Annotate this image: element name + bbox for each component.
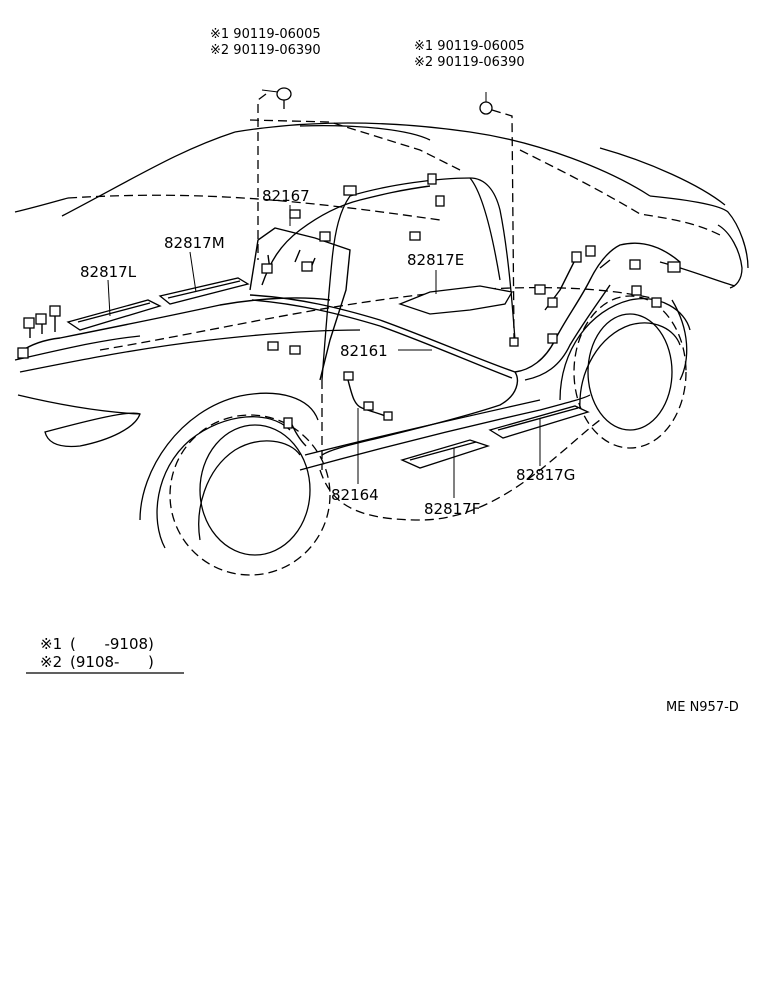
wire-harnesses — [17, 173, 681, 456]
scuff-plates — [66, 277, 590, 469]
clip-right — [479, 92, 515, 339]
clip-note-left-line2: ※2 90119-06390 — [210, 43, 321, 58]
part-82817G-plate — [488, 405, 590, 439]
label-82164: 82164 — [331, 486, 379, 504]
label-82167: 82167 — [262, 187, 310, 205]
clip-left — [257, 87, 292, 260]
label-82817E: 82817E — [407, 251, 464, 269]
figure-code: ME N957-D — [666, 700, 739, 715]
label-82817F: 82817F — [424, 500, 480, 518]
label-82817G: 82817G — [516, 466, 575, 484]
legend-row1-range: ( -9108) — [70, 635, 154, 653]
wire-harness-82164 — [347, 379, 391, 419]
label-82161: 82161 — [340, 342, 388, 360]
label-82817M: 82817M — [164, 234, 225, 252]
legend-row2-range: (9108- ) — [70, 653, 154, 671]
part-82817E-pad — [398, 285, 514, 315]
wire-harness-floor — [249, 294, 518, 456]
part-82817L-plate — [66, 299, 162, 331]
clip-note-left: ※1 90119-06005 ※2 90119-06390 — [210, 27, 321, 58]
leader-lines — [107, 205, 541, 498]
part-82817F-plate — [400, 439, 491, 469]
clip-note-right-line1: ※1 90119-06005 — [414, 39, 525, 54]
clip-note-right: ※1 90119-06005 ※2 90119-06390 — [414, 39, 525, 70]
legend-row1-mark: ※1 — [40, 635, 62, 653]
wire-harness-rear — [514, 242, 681, 373]
wire-harness-roof — [249, 227, 351, 381]
legend-row2-mark: ※2 — [40, 653, 62, 671]
label-82817L: 82817L — [80, 263, 137, 281]
clip-note-right-line2: ※2 90119-06390 — [414, 55, 525, 70]
clip-note-left-line1: ※1 90119-06005 — [210, 27, 321, 42]
legend: ※1 ( -9108) ※2 (9108- ) — [26, 635, 184, 674]
